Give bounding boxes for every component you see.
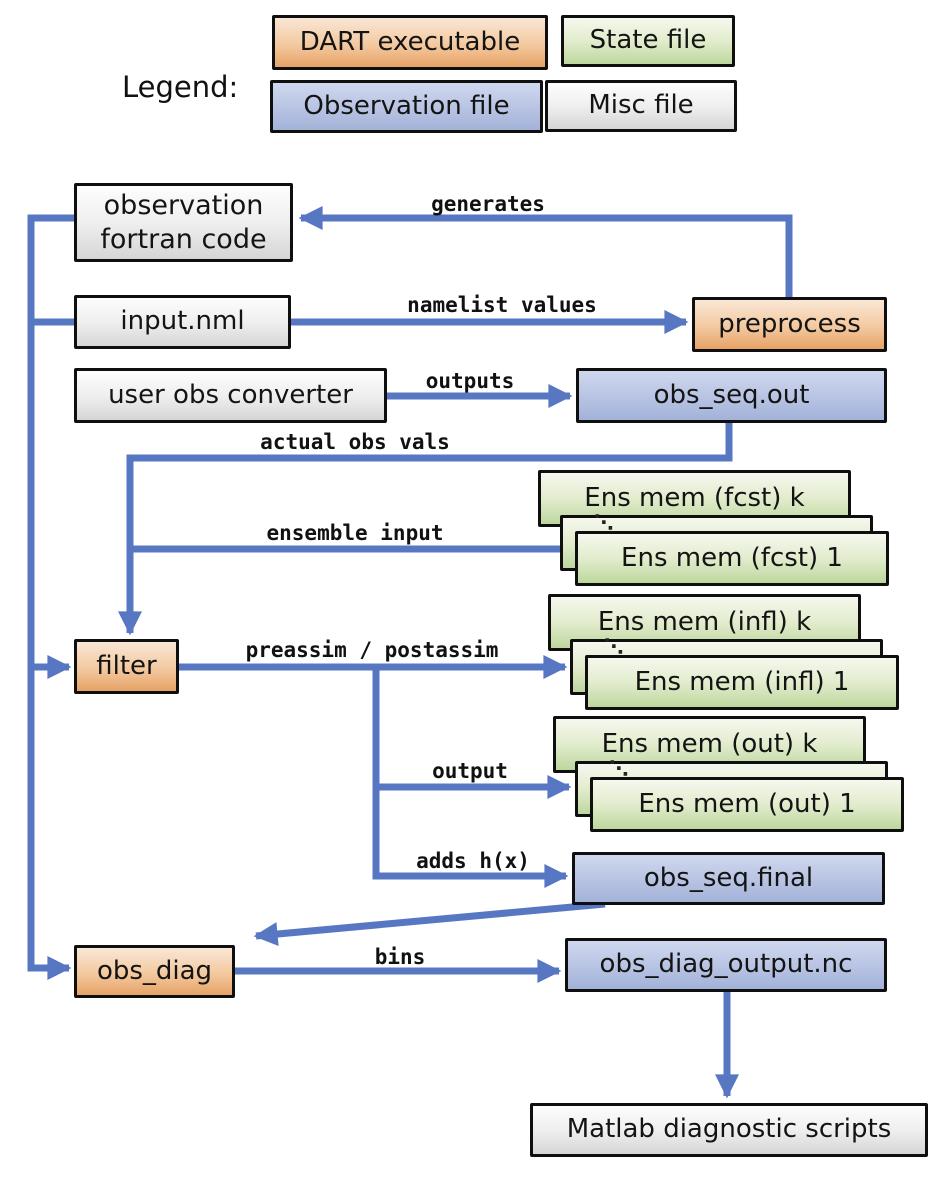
edge-label-namelist-values: namelist values	[407, 293, 597, 317]
ens-out-1-box: Ens mem (out) 1	[590, 777, 904, 832]
node-user-obs-converter: user obs converter	[74, 368, 387, 423]
edge-label-outputs: outputs	[425, 369, 515, 393]
stack-ellipsis: ⋱	[609, 756, 629, 780]
node-matlab-diagnostic-scripts: Matlab diagnostic scripts	[530, 1103, 928, 1157]
node-obs-diag: obs_diag	[74, 945, 235, 998]
legend-title: Legend:	[122, 70, 239, 104]
stack-ellipsis: ⋱	[604, 634, 624, 658]
ens-fcst-1-box: Ens mem (fcst) 1	[575, 531, 889, 586]
edge-label-preassim-postassim: preassim / postassim	[245, 638, 499, 662]
edge-label-bins: bins	[374, 945, 426, 969]
edge-label-generates: generates	[431, 192, 545, 216]
edge-adds-hx-line	[372, 667, 569, 888]
stack-ellipsis: ⋱	[594, 510, 614, 534]
legend-item-observation-file: Observation file	[270, 80, 543, 133]
edge-spine-line	[27, 214, 80, 980]
edge-label-actual-obs-vals: actual obs vals	[260, 430, 450, 454]
legend-item-state-file: State file	[561, 15, 735, 67]
node-filter: filter	[74, 639, 179, 694]
ens-stack-infl: Ens mem (infl) k ⋱ Ens mem (infl) 1	[548, 594, 916, 712]
edge-label-adds-hx: adds h(x)	[416, 849, 530, 873]
legend-item-dart-executable: DART executable	[272, 15, 548, 70]
ens-stack-out: Ens mem (out) k ⋱ Ens mem (out) 1	[553, 716, 921, 834]
edge-label-output: output	[432, 759, 508, 783]
ens-infl-1-box: Ens mem (infl) 1	[585, 655, 899, 710]
node-obs-diag-output-nc: obs_diag_output.nc	[565, 938, 887, 992]
node-preprocess: preprocess	[692, 297, 887, 352]
edge-generates-line	[298, 206, 793, 299]
node-obs-seq-out: obs_seq.out	[576, 368, 887, 423]
edge-label-ensemble-input: ensemble input	[266, 521, 444, 545]
node-obs-seq-final: obs_seq.final	[572, 852, 885, 905]
legend-item-misc-file: Misc file	[545, 80, 737, 132]
ens-stack-fcst: Ens mem (fcst) k ⋱ Ens mem (fcst) 1	[538, 470, 906, 588]
node-input-nml: input.nml	[74, 295, 291, 349]
edge-final-to-diag-line	[253, 900, 606, 946]
node-observation-fortran-code: observation fortran code	[74, 183, 293, 262]
